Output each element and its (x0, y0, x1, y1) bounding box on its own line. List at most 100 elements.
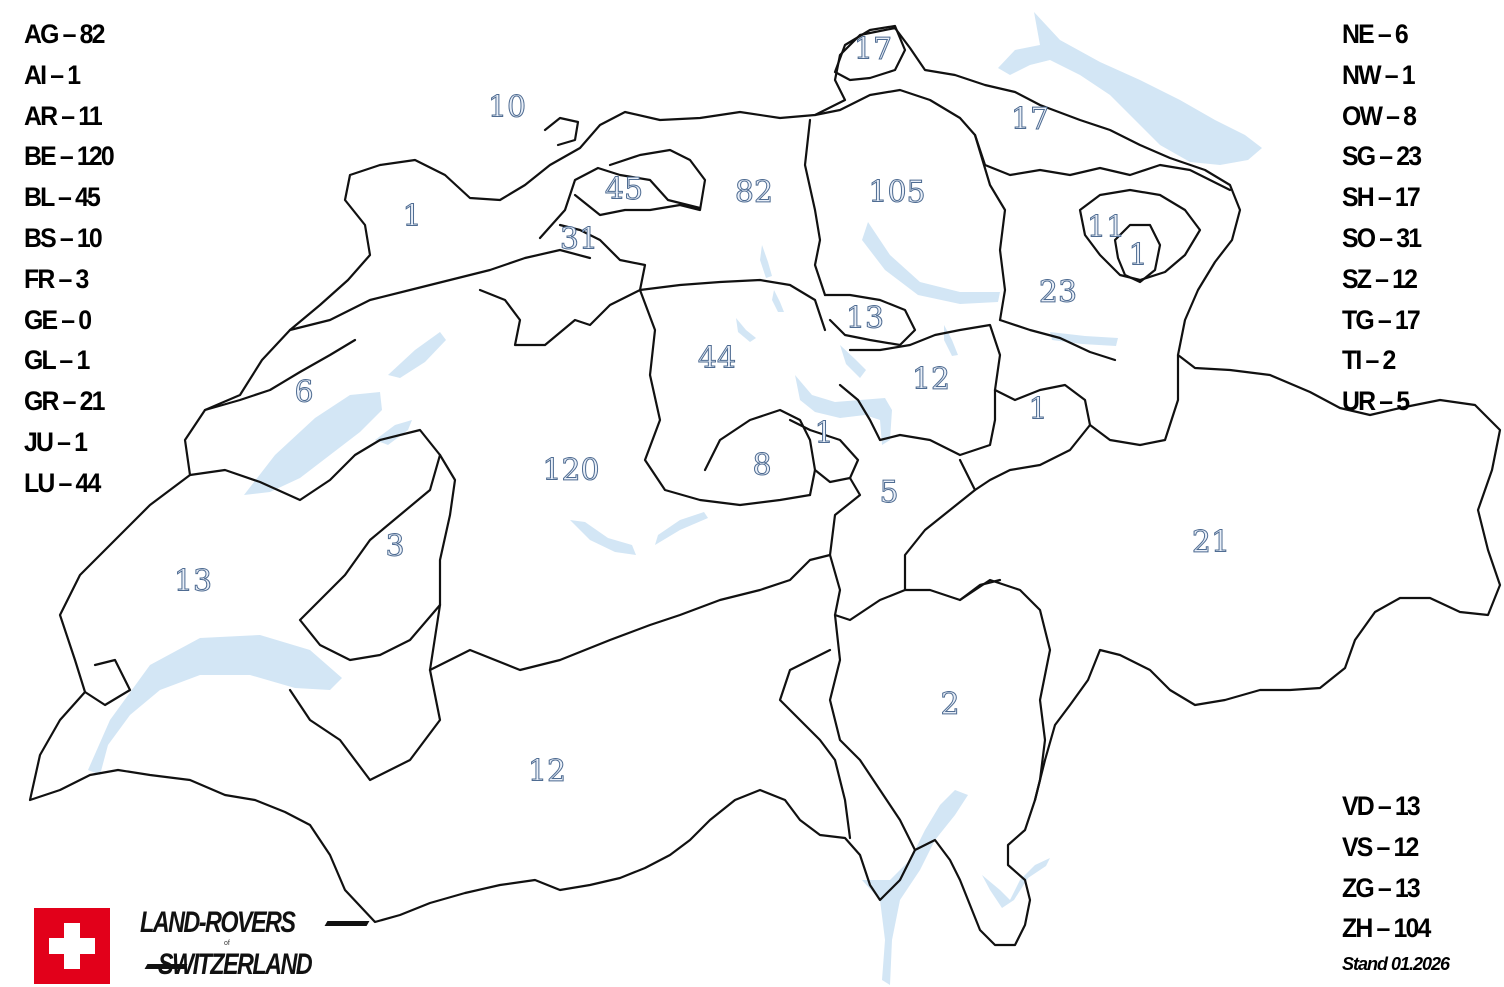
canton-count-bs: 10 (487, 90, 527, 125)
border-bl (573, 148, 707, 217)
border-sz (838, 323, 1002, 457)
canton-count-bl: 45 (604, 172, 644, 207)
border-fr-be (428, 453, 457, 672)
canton-count-ag: 82 (734, 175, 774, 210)
border-zh-tg (813, 88, 987, 167)
lake-zurich (862, 222, 1000, 304)
border-ur (828, 476, 1002, 622)
brand-logo: LAND-ROVERS of SWITZERLAND (34, 906, 370, 986)
legend-entry: AI – 1 (24, 59, 81, 90)
canton-count-fr: 3 (385, 529, 405, 564)
border-sg-zh-south (998, 318, 1117, 362)
legend-entry: GR – 21 (24, 386, 105, 417)
canton-count-nw: 1 (814, 416, 834, 451)
swoosh-top (324, 921, 370, 926)
legend-entry: SZ – 12 (1342, 263, 1418, 294)
canton-count-ur: 5 (879, 475, 899, 510)
legend-entry: BL – 45 (24, 182, 101, 213)
canton-count-be: 120 (542, 453, 600, 488)
stand-date: Stand 01.2026 (1342, 954, 1450, 974)
legend-entry: SH – 17 (1342, 182, 1421, 213)
logo-line1: LAND-ROVERS (140, 906, 296, 939)
border-vd-fr (188, 428, 442, 662)
canton-count-sg: 23 (1038, 275, 1078, 310)
canton-count-vd: 13 (173, 564, 213, 599)
legend-entry: TG – 17 (1342, 304, 1421, 335)
border-gr-ur (903, 488, 977, 592)
lake-neuchatel (244, 392, 382, 495)
canton-count-ne: 6 (294, 375, 314, 410)
lake-hallwil (760, 245, 772, 278)
legend-entry: AG – 82 (24, 19, 105, 49)
border-ag-zh (803, 118, 827, 297)
canton-count-sh: 17 (853, 32, 893, 67)
legend-entry: ZG – 13 (1342, 872, 1421, 903)
lake-walensee (1050, 332, 1118, 346)
border-ow (703, 408, 817, 497)
legend-entry: SG – 23 (1342, 141, 1422, 172)
border-vs-be (428, 553, 832, 672)
legend-entry: VS – 12 (1342, 831, 1419, 862)
border-lu-be (638, 288, 812, 507)
canton-count-ju: 1 (402, 199, 422, 234)
lake-brienz (655, 512, 708, 545)
border-sh (833, 24, 907, 82)
canton-count-sz: 12 (911, 362, 951, 397)
border-ai (1113, 223, 1162, 284)
lake-thun (570, 520, 636, 555)
legend-entry: OW – 8 (1342, 100, 1417, 131)
legend-entry: ZH – 104 (1342, 913, 1431, 944)
lake-baldegg (772, 290, 784, 312)
legend-entry: VD – 13 (1342, 791, 1421, 821)
canton-count-ow: 8 (752, 448, 772, 483)
canton-count-gl: 1 (1028, 392, 1048, 427)
legend-entry: GL – 1 (24, 345, 90, 376)
lake-biel (388, 332, 446, 378)
legend-entry: JU – 1 (24, 426, 88, 457)
lake-sempach (736, 318, 756, 342)
lake-geneva (88, 635, 342, 775)
lake-zug (840, 345, 866, 378)
border-tg-sg (983, 163, 1232, 192)
legend-right-top: NE – 6 NW – 1 OW – 8 SG – 23 SH – 17 SO – 31 S… (1342, 14, 1427, 422)
border-zg (823, 293, 917, 347)
border-gr-sg (1088, 353, 1180, 447)
border-ne (203, 338, 357, 412)
national-border (28, 26, 1502, 947)
legend-entry: FR – 3 (24, 263, 89, 294)
lake-lugano (982, 858, 1050, 908)
border-so (478, 223, 647, 347)
canton-count-ar: 11 (1086, 210, 1126, 245)
border-vs-ti (778, 648, 852, 840)
border-nw (788, 418, 860, 484)
legend-entry: BE – 120 (24, 141, 115, 172)
border-bs (543, 116, 580, 147)
border-ju-be (288, 248, 592, 332)
canton-count-gr: 21 (1191, 525, 1231, 560)
border-ti (828, 613, 917, 852)
legend-entry: NE – 6 (1342, 19, 1409, 49)
legend-entry: SO – 31 (1342, 222, 1422, 253)
canton-count-tg: 17 (1010, 102, 1050, 137)
legend-entry: GE – 0 (24, 304, 92, 335)
border-ag-lu (638, 278, 827, 332)
canton-count-vs: 12 (527, 754, 567, 789)
border-ar (1078, 188, 1202, 282)
legend-entry: UR – 5 (1342, 386, 1410, 417)
logo-of: of (224, 940, 230, 947)
swiss-flag-icon (34, 908, 110, 984)
lake-sihl (944, 325, 958, 356)
lake-constance (998, 12, 1262, 165)
border-so-north (538, 166, 702, 240)
lake-maggiore (862, 790, 968, 985)
border-ge (83, 658, 132, 707)
border-gl (958, 383, 1092, 492)
logo-line2: SWITZERLAND (158, 948, 313, 981)
canton-count-zg: 13 (845, 301, 885, 336)
legend-entry: NW – 1 (1342, 59, 1416, 90)
canton-count-ti: 2 (940, 687, 960, 722)
canton-count-so: 31 (559, 222, 599, 257)
border-ti-gr (958, 578, 1052, 802)
